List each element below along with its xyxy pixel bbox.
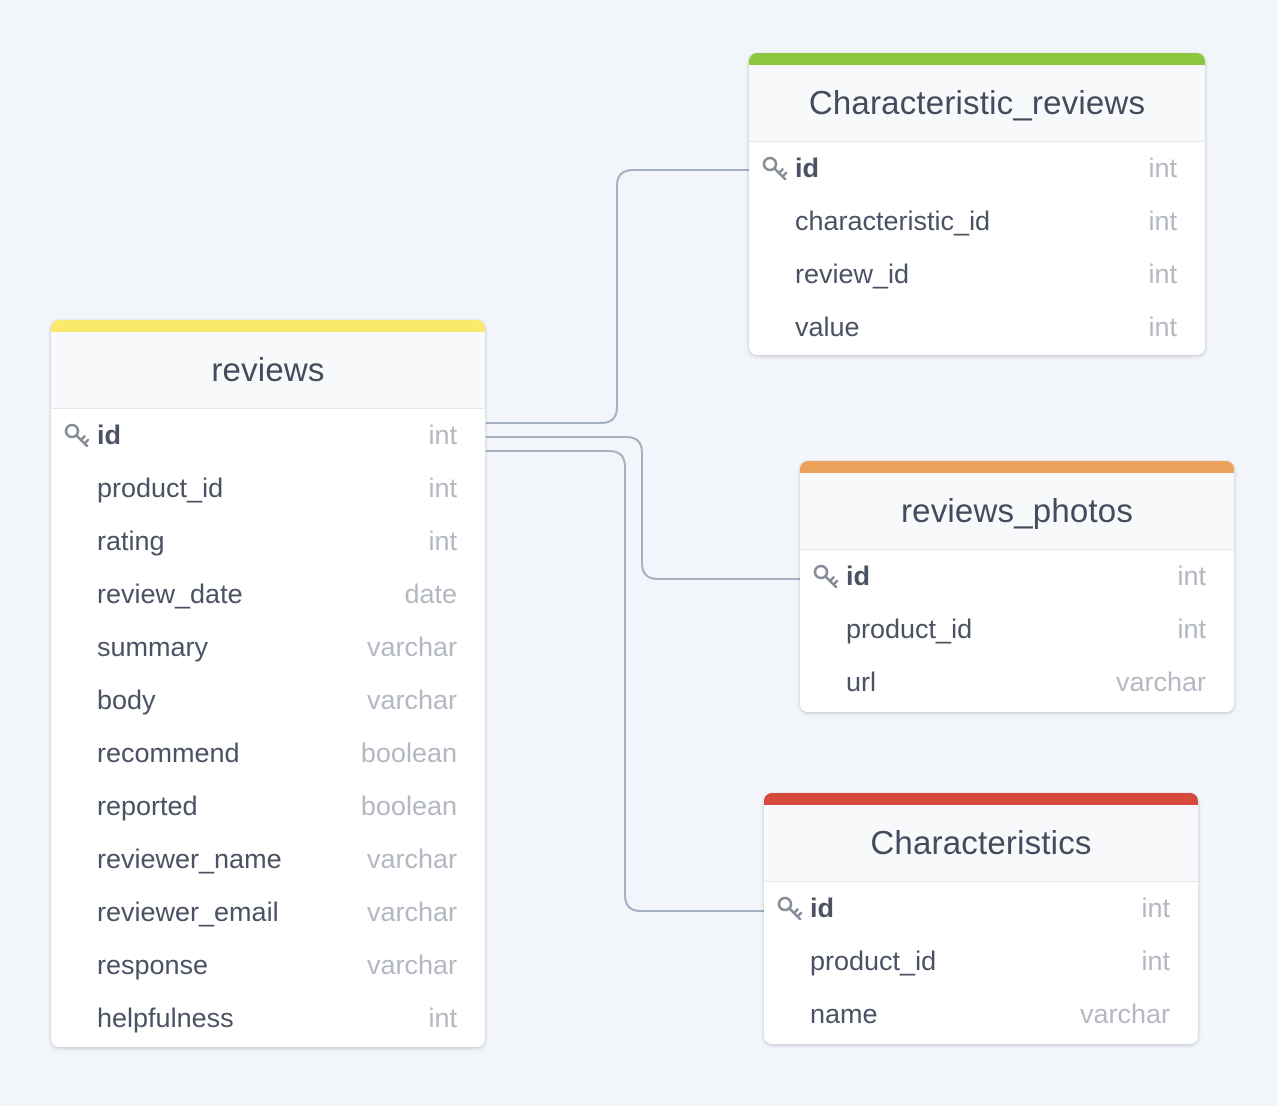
column-row[interactable]: product_id int (51, 462, 485, 515)
column-type: int (428, 526, 457, 556)
column-name: reviewer_email (97, 897, 279, 927)
table-accent-bar (749, 53, 1205, 65)
column-type: int (1177, 614, 1206, 644)
column-type: int (1148, 259, 1177, 289)
relation-reviews-reviews-photos (486, 436, 800, 580)
column-row[interactable]: product_id int (800, 603, 1234, 656)
column-type: date (404, 579, 457, 609)
column-row[interactable]: characteristic_id int (749, 195, 1205, 248)
column-name: id (810, 893, 834, 923)
table-title[interactable]: reviews (51, 332, 485, 409)
column-name: product_id (846, 614, 973, 644)
column-row[interactable]: id int (51, 409, 485, 462)
table-reviews-photos[interactable]: reviews_photos id int product_id int url varc… (800, 461, 1234, 712)
column-type: int (1141, 946, 1170, 976)
column-name: reviewer_name (97, 844, 282, 874)
column-row[interactable]: name varchar (764, 988, 1198, 1041)
column-type: int (1177, 561, 1206, 591)
column-row[interactable]: reported boolean (51, 780, 485, 833)
column-row[interactable]: id int (749, 142, 1205, 195)
column-type: int (1148, 206, 1177, 236)
column-row[interactable]: summary varchar (51, 621, 485, 674)
table-title[interactable]: Characteristics (764, 805, 1198, 882)
column-type: boolean (360, 791, 457, 821)
column-type: varchar (366, 897, 457, 927)
relation-reviews-characteristics (486, 450, 764, 912)
column-type: varchar (366, 844, 457, 874)
column-row[interactable]: helpfulness int (51, 992, 485, 1045)
column-type: boolean (360, 738, 457, 768)
column-row[interactable]: product_id int (764, 935, 1198, 988)
column-name: response (97, 950, 209, 980)
column-name: summary (97, 632, 209, 662)
column-row[interactable]: id int (800, 550, 1234, 603)
table-accent-bar (764, 793, 1198, 805)
column-row[interactable]: review_id int (749, 248, 1205, 301)
column-type: varchar (366, 950, 457, 980)
column-type: int (1141, 893, 1170, 923)
column-name: body (97, 685, 156, 715)
column-name: name (810, 999, 878, 1029)
column-row[interactable]: reviewer_email varchar (51, 886, 485, 939)
table-title[interactable]: reviews_photos (800, 473, 1234, 550)
column-type: int (1148, 153, 1177, 183)
column-name: characteristic_id (795, 206, 991, 236)
column-type: int (428, 420, 457, 450)
column-row[interactable]: id int (764, 882, 1198, 935)
column-row[interactable]: value int (749, 301, 1205, 354)
column-type: varchar (366, 632, 457, 662)
column-name: helpfulness (97, 1003, 234, 1033)
table-title[interactable]: Characteristic_reviews (749, 65, 1205, 142)
column-name: product_id (97, 473, 224, 503)
table-characteristics[interactable]: Characteristics id int product_id int name va… (764, 793, 1198, 1044)
relation-reviews-characteristic-reviews (486, 169, 749, 424)
column-row[interactable]: reviewer_name varchar (51, 833, 485, 886)
column-name: id (846, 561, 870, 591)
column-name: recommend (97, 738, 240, 768)
primary-key-icon (777, 896, 803, 920)
column-row[interactable]: response varchar (51, 939, 485, 992)
column-name: review_date (97, 579, 243, 609)
column-row[interactable]: rating int (51, 515, 485, 568)
column-name: id (97, 420, 121, 450)
column-type: varchar (1079, 999, 1170, 1029)
primary-key-icon (762, 156, 788, 180)
column-type: int (1148, 312, 1177, 342)
column-name: product_id (810, 946, 937, 976)
table-accent-bar (800, 461, 1234, 473)
column-row[interactable]: body varchar (51, 674, 485, 727)
column-name: reported (97, 791, 198, 821)
column-row[interactable]: recommend boolean (51, 727, 485, 780)
column-type: varchar (366, 685, 457, 715)
column-list: id int product_id int name varchar (764, 882, 1198, 1041)
column-type: int (428, 473, 457, 503)
column-name: url (846, 667, 877, 697)
primary-key-icon (64, 423, 90, 447)
column-list: id int product_id int url varchar (800, 550, 1234, 709)
column-type: varchar (1115, 667, 1206, 697)
column-type: int (428, 1003, 457, 1033)
column-name: value (795, 312, 860, 342)
primary-key-icon (813, 564, 839, 588)
column-name: rating (97, 526, 165, 556)
column-row[interactable]: review_date date (51, 568, 485, 621)
table-accent-bar (51, 320, 485, 332)
column-row[interactable]: url varchar (800, 656, 1234, 709)
column-name: review_id (795, 259, 910, 289)
column-name: id (795, 153, 819, 183)
